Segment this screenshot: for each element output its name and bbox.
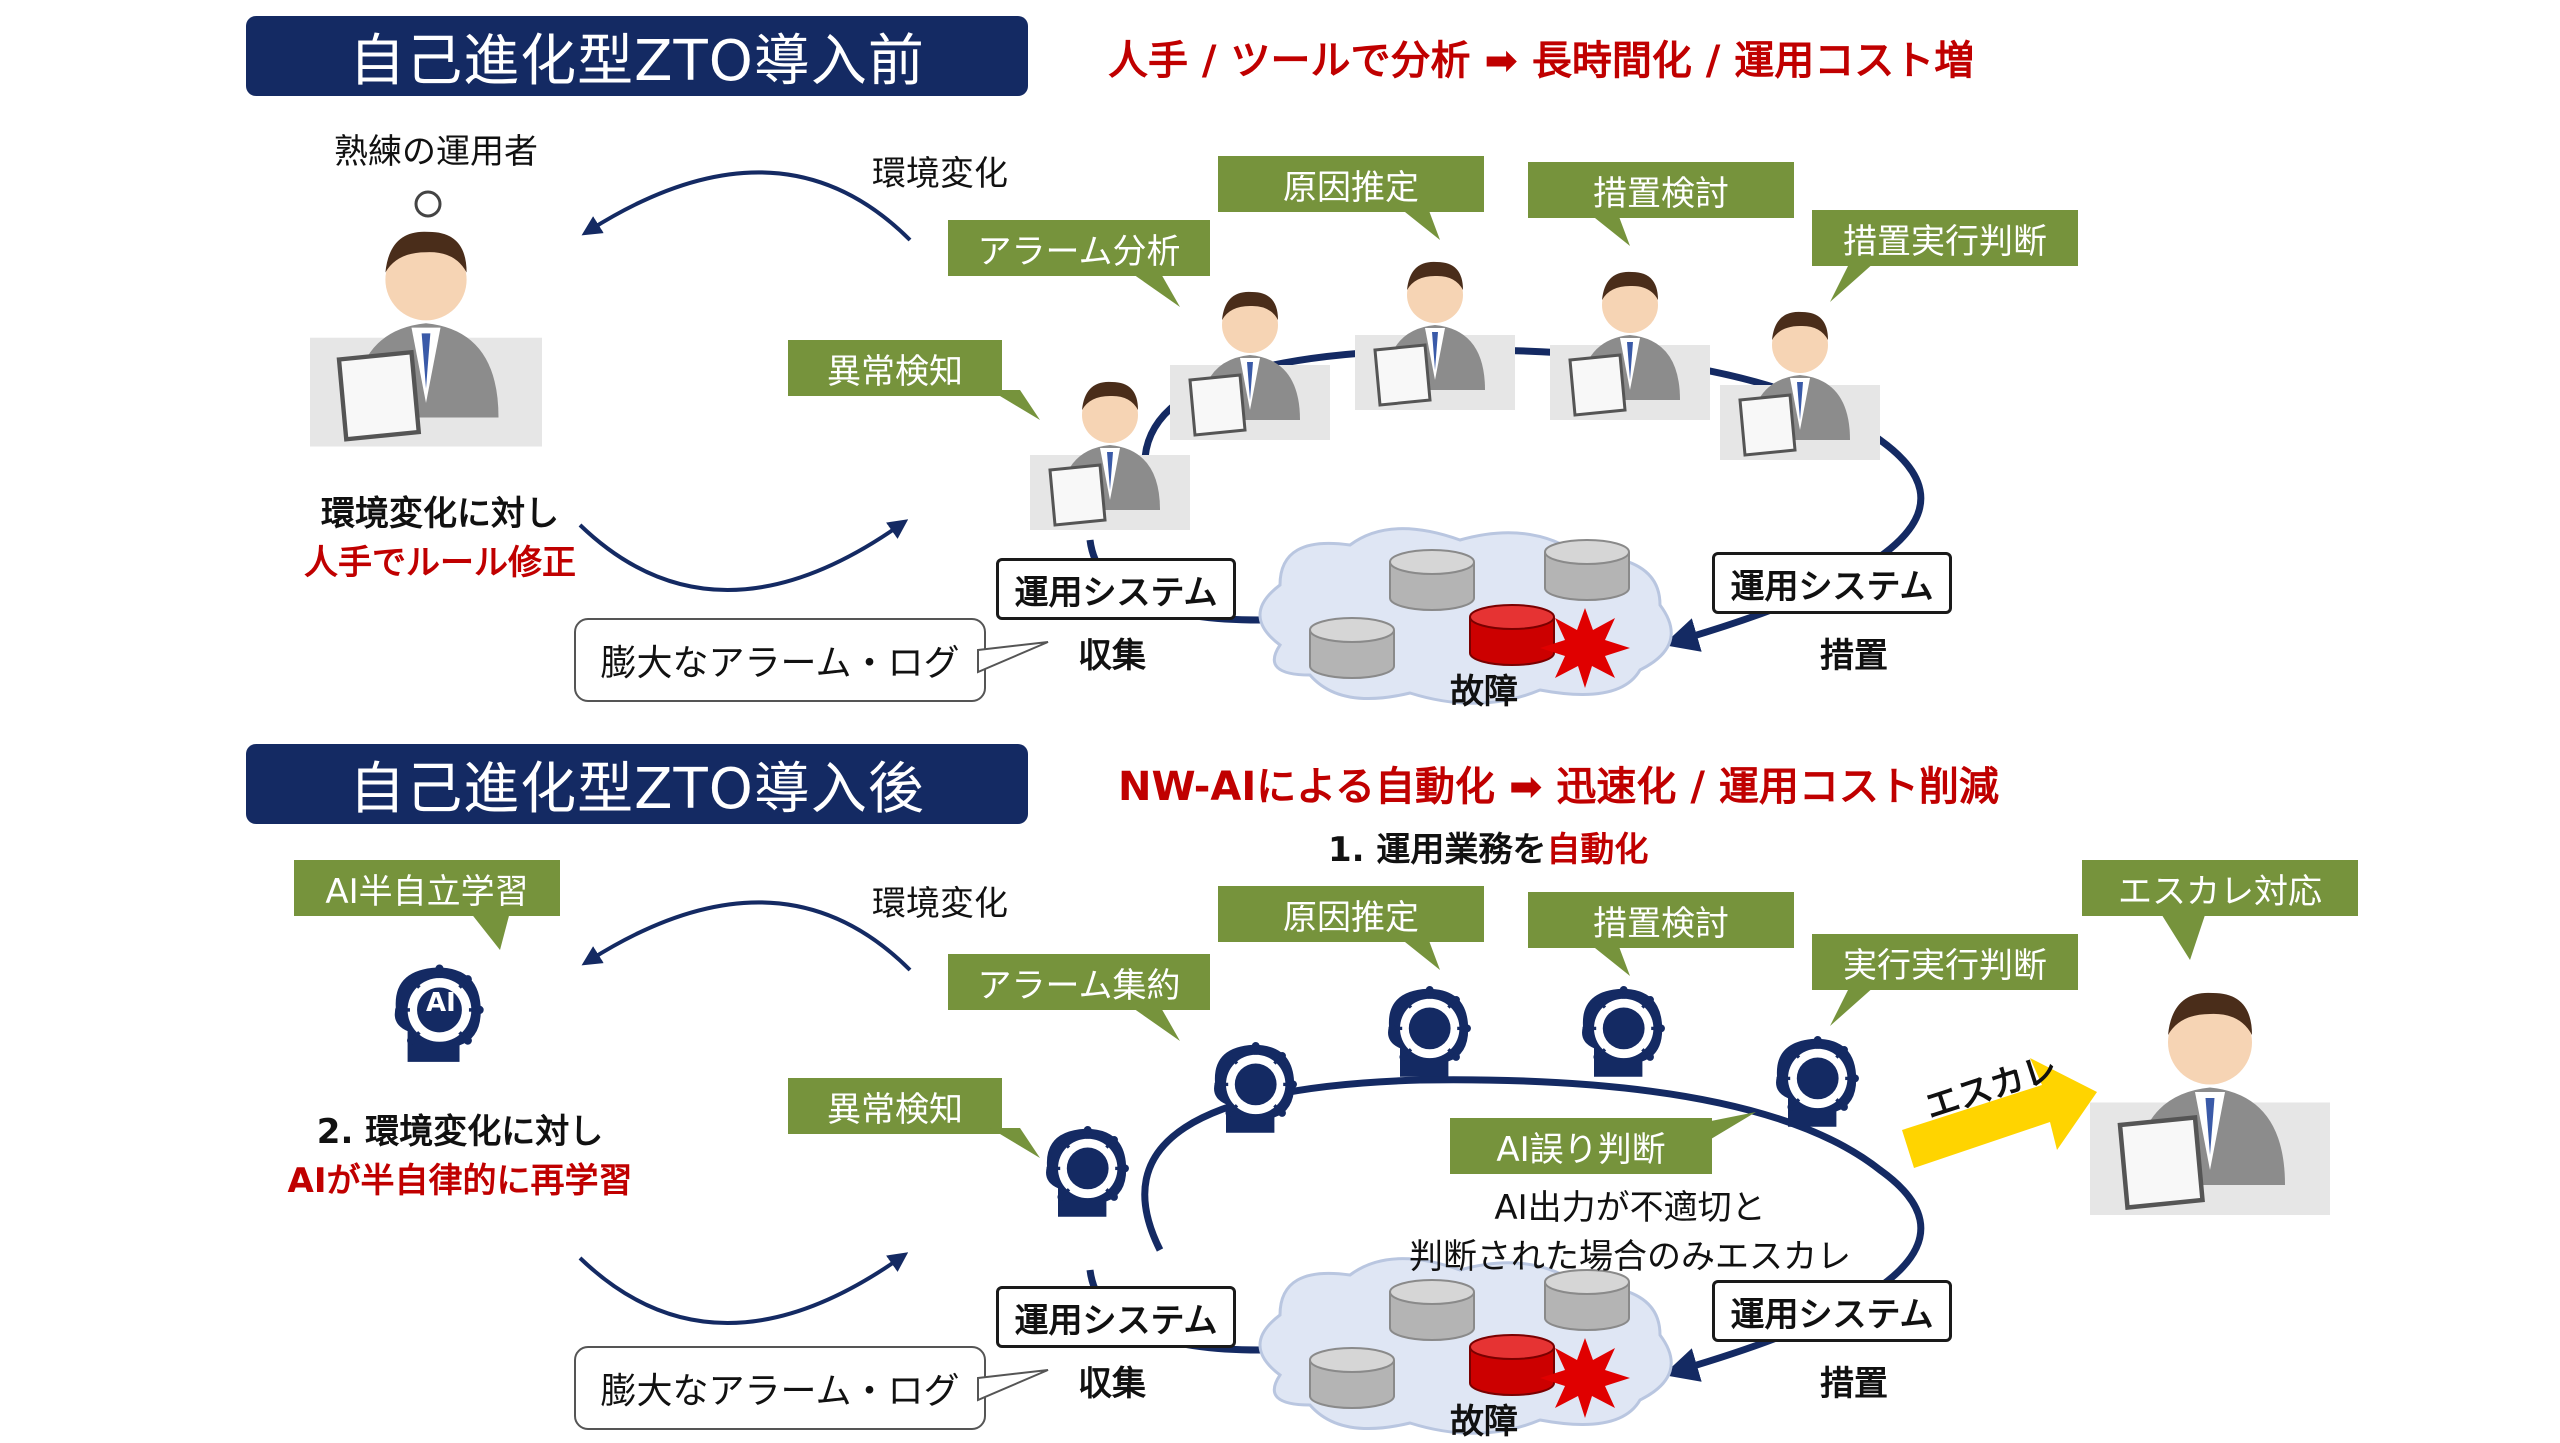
operator-icon: [1353, 260, 1517, 412]
env-change-label-bottom: 環境変化: [872, 884, 1008, 924]
rule-fix-arrow-top: [578, 519, 909, 592]
collect-label-top: 収集: [1078, 636, 1146, 676]
step-label: アラーム集約: [948, 954, 1210, 1010]
burst-icon: [1540, 1338, 1630, 1418]
operator-label: 熟練の運用者: [334, 132, 538, 172]
database-icon: [1309, 1347, 1395, 1409]
operator-icon: [1548, 270, 1712, 422]
rule-fix-label: 環境変化に対し 人手でルール修正: [304, 494, 576, 583]
automate-label: 1. 運用業務を自動化: [1328, 830, 1649, 870]
step-label-tail: [1130, 1006, 1180, 1041]
database-icon: [1544, 539, 1630, 601]
log-callout-top: 膨大なアラーム・ログ: [574, 618, 986, 702]
database-icon: [1544, 1269, 1630, 1331]
operator-icon: [1718, 310, 1882, 462]
relearn-label: 2. 環境変化に対し AIが半自律的に再学習: [287, 1112, 633, 1201]
ai-misjudge-label: AI誤り判断: [1450, 1118, 1712, 1174]
step-label-tail: [1400, 938, 1440, 970]
database-icon: [1389, 549, 1475, 611]
env-change-arrow-bottom: [581, 900, 912, 972]
ai-head-text: AI: [426, 988, 456, 1018]
step-label-tail: [1830, 986, 1875, 1026]
step-label: 措置実行判断: [1812, 210, 2078, 266]
log-callout-tail-top: [977, 641, 1049, 674]
env-change-arrow-top: [581, 170, 912, 242]
database-icon: [1389, 1279, 1475, 1341]
action-label-bottom: 措置: [1820, 1364, 1888, 1404]
escalation-handling-tail: [2160, 912, 2206, 960]
collect-label-bottom: 収集: [1078, 1364, 1146, 1404]
system-box-left-bottom: 運用システム: [996, 1286, 1236, 1348]
step-label: 異常検知: [788, 1078, 1002, 1134]
escalation-arrow-icon: [1902, 1058, 2097, 1168]
veteran-operator-icon: [310, 190, 540, 450]
step-label-tail: [990, 1128, 1040, 1158]
ai-head-icon: [1580, 984, 1667, 1079]
escalation-operator-icon: [2090, 960, 2340, 1210]
operator-icon: [1168, 290, 1332, 442]
headline-after: NW-AIによる自動化 ➡ 迅速化 / 運用コスト削減: [1118, 764, 1999, 810]
step-label-tail: [1830, 262, 1875, 302]
ai-misjudge-tail: [1706, 1112, 1756, 1142]
step-label-tail: [1400, 208, 1440, 240]
env-change-label-top: 環境変化: [872, 154, 1008, 194]
headline-before: 人手 / ツールで分析 ➡ 長時間化 / 運用コスト増: [1108, 38, 1975, 84]
step-label: 措置検討: [1528, 162, 1794, 218]
step-label-tail: [990, 390, 1040, 420]
ai-head-icon: [1212, 1040, 1299, 1135]
burst-icon: [1540, 608, 1630, 688]
ai-note: AI出力が不適切と 判断された場合のみエスカレ: [1409, 1188, 1851, 1277]
step-label-tail: [1590, 944, 1630, 976]
step-label-tail: [1590, 214, 1630, 246]
ai-learning-label: AI半自立学習: [294, 860, 560, 916]
failure-label-top: 故障: [1450, 672, 1518, 712]
ai-head-icon: [1386, 984, 1473, 1079]
step-label: 異常検知: [788, 340, 1002, 396]
failure-label-bottom: 故障: [1450, 1402, 1518, 1442]
system-box-right-top: 運用システム: [1712, 552, 1952, 614]
escalation-handling-label: エスカレ対応: [2082, 860, 2358, 916]
system-box-left-top: 運用システム: [996, 558, 1236, 620]
log-callout-bottom: 膨大なアラーム・ログ: [574, 1346, 986, 1430]
section-title-after: 自己進化型ZTO導入後: [246, 744, 1028, 824]
ai-head-icon: [1044, 1124, 1131, 1219]
operator-icon: [1028, 380, 1192, 532]
ai-learning-tail: [470, 912, 510, 950]
log-callout-tail-bottom: [977, 1369, 1049, 1402]
action-label-top: 措置: [1820, 636, 1888, 676]
section-title-before: 自己進化型ZTO導入前: [246, 16, 1028, 96]
step-label-tail: [1130, 272, 1180, 307]
database-icon: [1309, 617, 1395, 679]
system-box-right-bottom: 運用システム: [1712, 1280, 1952, 1342]
step-label: アラーム分析: [948, 220, 1210, 276]
relearn-arrow: [578, 1252, 909, 1325]
ai-head-icon: [1774, 1034, 1861, 1129]
step-label: 実行実行判断: [1812, 934, 2078, 990]
step-label: 原因推定: [1218, 886, 1484, 942]
step-label: 措置検討: [1528, 892, 1794, 948]
step-label: 原因推定: [1218, 156, 1484, 212]
